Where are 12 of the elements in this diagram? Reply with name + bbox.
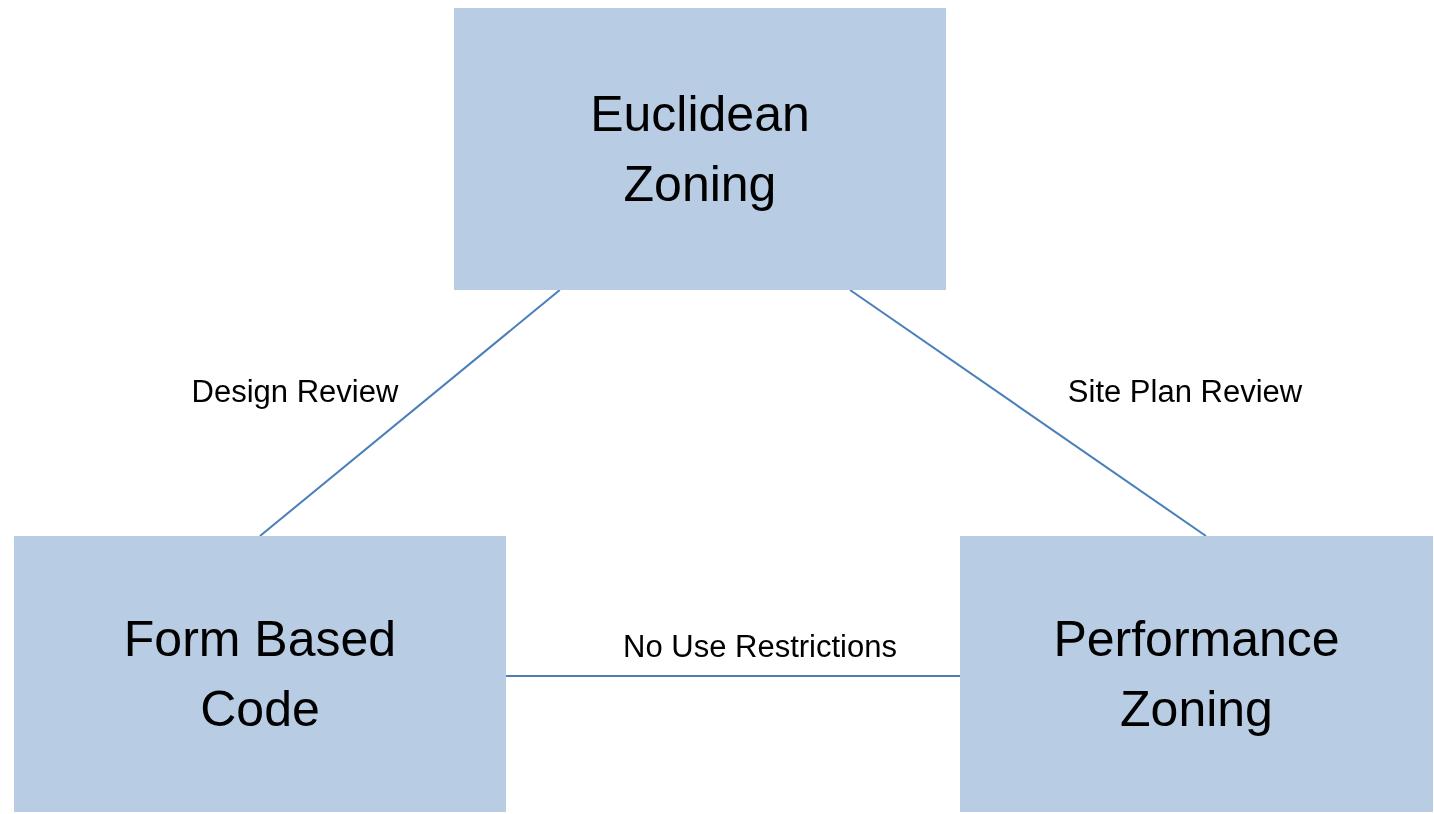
edge-label: No Use Restrictions	[622, 628, 898, 666]
zoning-box	[454, 8, 946, 290]
zoning-box	[14, 536, 506, 812]
box-title: Euclidean Zoning	[589, 85, 811, 214]
edge-label: Site Plan Review	[1066, 373, 1304, 411]
connector-line	[505, 674, 961, 677]
box-title: Form Based Code	[122, 610, 398, 739]
edge-label: Design Review	[190, 373, 400, 411]
box-title: Performance Zoning	[1052, 610, 1341, 739]
connector-line	[259, 289, 561, 537]
connector-line	[849, 289, 1207, 537]
zoning-box	[960, 536, 1433, 812]
